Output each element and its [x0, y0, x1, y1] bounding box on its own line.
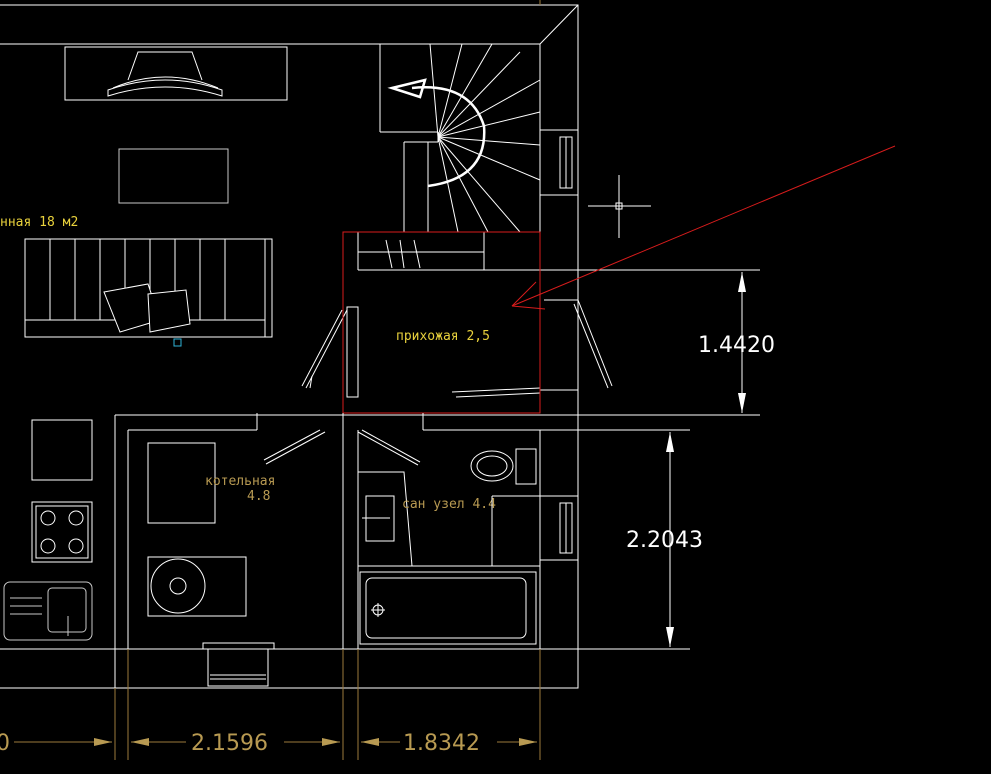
window-upper[interactable] [539, 129, 579, 196]
cooktop[interactable] [31, 501, 93, 563]
dimension-bottom-mid-value: 2.1596 [191, 731, 268, 756]
stair-direction-arrow-icon [387, 78, 427, 99]
hallway-right-door[interactable] [540, 299, 613, 391]
dimension-bottom-right-value: 1.8342 [403, 731, 480, 756]
hallway-closet[interactable] [357, 232, 540, 271]
dimension-vertical-lower-value: 2.2043 [626, 528, 703, 553]
dimension-vertical-lower[interactable]: 2.2043 [626, 432, 703, 647]
bathroom-label: сан узел 4.4 [402, 497, 496, 512]
bathtub[interactable] [359, 571, 537, 645]
staircase[interactable] [379, 43, 541, 233]
living-room-label: нная 18 м2 [0, 215, 78, 230]
window-lower[interactable] [539, 495, 579, 561]
toilet[interactable] [470, 448, 537, 485]
selection-pointer-arrow [511, 145, 896, 310]
boiler-room-door[interactable] [263, 429, 326, 465]
crosshair-cursor-icon [588, 175, 651, 238]
dimension-vertical-upper[interactable]: 1.4420 [698, 272, 775, 413]
kitchen-sink[interactable] [3, 581, 93, 641]
outer-walls [0, 4, 760, 689]
entrance-door[interactable] [301, 306, 359, 398]
coffee-table[interactable] [118, 148, 229, 204]
boiler-room-label: котельная [205, 474, 275, 489]
bathroom-cabinet[interactable] [412, 495, 540, 567]
boiler-unit[interactable] [147, 442, 216, 524]
hallway-threshold [451, 387, 541, 393]
window-bottom[interactable] [202, 642, 275, 687]
selection-rectangle[interactable] [342, 231, 541, 414]
boiler-room-area: 4.8 [247, 489, 270, 504]
sofa[interactable] [24, 238, 273, 338]
water-heater[interactable] [147, 556, 247, 617]
washbasin[interactable] [358, 471, 413, 567]
hallway-label: прихожая 2,5 [396, 329, 490, 344]
kitchen-cabinet[interactable] [31, 419, 93, 481]
dimension-bottom-left-value: 0 [0, 731, 10, 756]
bathroom-door[interactable] [357, 429, 421, 466]
tv-cabinet[interactable] [64, 46, 288, 101]
interior-walls [114, 413, 541, 688]
dimension-bottom[interactable]: 0 2.1596 1.8342 [0, 0, 541, 760]
dimension-vertical-upper-value: 1.4420 [698, 333, 775, 358]
selection-grip[interactable] [173, 338, 182, 347]
